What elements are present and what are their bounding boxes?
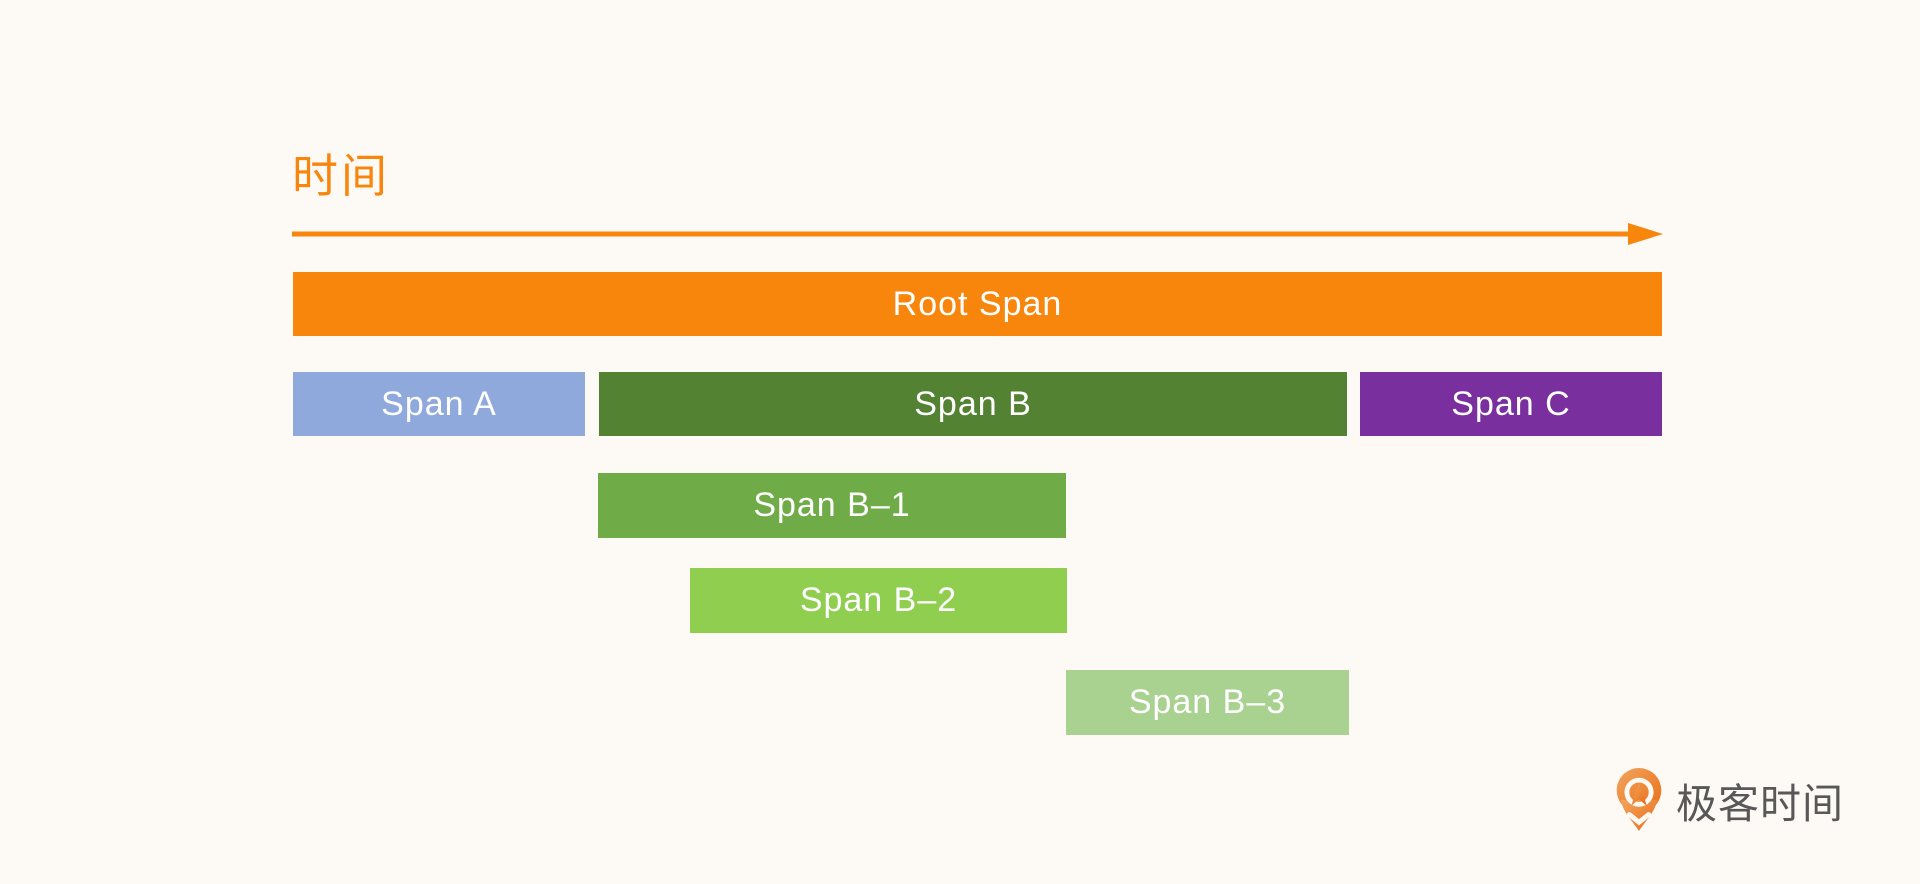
span-bar-c: Span C bbox=[1360, 372, 1662, 436]
span-bar-b2: Span B–2 bbox=[690, 568, 1067, 633]
span-bar-b1: Span B–1 bbox=[598, 473, 1066, 538]
brand-logo: 极客时间 bbox=[1616, 768, 1844, 832]
span-bar-label-b3: Span B–3 bbox=[1128, 683, 1287, 721]
span-bar-label-b1: Span B–1 bbox=[753, 486, 911, 524]
time-axis-arrow bbox=[292, 223, 1663, 245]
span-bar-root: Root Span bbox=[293, 272, 1662, 336]
time-axis-label: 时间 bbox=[292, 150, 390, 202]
geektime-pin-icon bbox=[1616, 768, 1662, 832]
span-bar-label-a: Span A bbox=[381, 384, 497, 423]
span-bar-label-b2: Span B–2 bbox=[799, 581, 958, 619]
span-bar-b: Span B bbox=[599, 372, 1347, 436]
brand-logo-text: 极客时间 bbox=[1676, 781, 1844, 827]
span-bar-a: Span A bbox=[293, 372, 585, 436]
span-bar-b3: Span B–3 bbox=[1066, 670, 1349, 735]
span-bar-label-b: Span B bbox=[914, 384, 1032, 423]
span-bar-label-root: Root Span bbox=[892, 284, 1063, 323]
span-bar-label-c: Span C bbox=[1451, 384, 1571, 423]
